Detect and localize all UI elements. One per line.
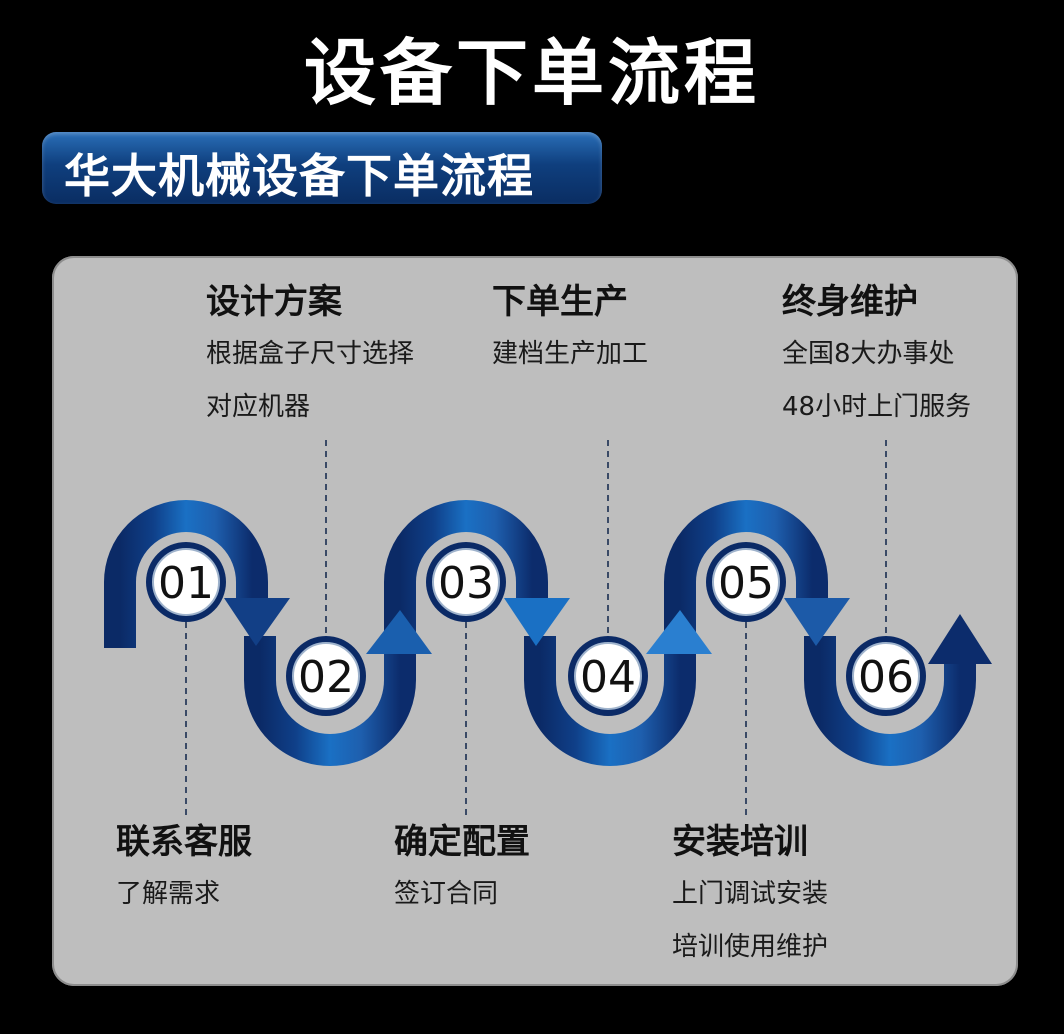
arrow-down-5 (784, 598, 850, 646)
ribbon-arc-04 (524, 636, 696, 766)
step-number-circle-06: 06 (846, 636, 926, 716)
step-description-line: 全国8大办事处 (782, 339, 955, 369)
step-title-06: 终身维护 (782, 282, 918, 322)
step-description-line: 48小时上门服务 (782, 392, 972, 422)
step-description-01: 了解需求 (116, 868, 220, 921)
step-number-circle-02: 02 (286, 636, 366, 716)
step-description-line: 了解需求 (116, 879, 221, 909)
step-number-05: 05 (718, 558, 774, 609)
step-title-02: 设计方案 (206, 282, 342, 322)
arrow-up-6 (928, 614, 992, 664)
step-description-line: 培训使用维护 (672, 932, 829, 962)
step-number-circle-05: 05 (706, 542, 786, 622)
step-number-circle-04: 04 (568, 636, 648, 716)
step-circle-fill-02 (292, 642, 360, 710)
step-description-02: 根据盒子尺寸选择对应机器 (206, 328, 414, 434)
ribbon-arc-06 (804, 636, 976, 766)
step-description-line: 上门调试安装 (672, 879, 829, 909)
step-description-06: 全国8大办事处 48小时上门服务 (782, 328, 971, 434)
arrow-up-2 (366, 610, 432, 654)
subtitle-banner: 华大机械设备下单流程 (42, 132, 602, 204)
step-number-03: 03 (438, 558, 494, 609)
ribbon-arc-01 (104, 500, 268, 648)
step-number-01: 01 (158, 558, 214, 609)
step-number-circle-03: 03 (426, 542, 506, 622)
step-description-line: 签订合同 (394, 879, 499, 909)
step-title-01: 联系客服 (116, 822, 252, 862)
step-number-02: 02 (298, 652, 354, 703)
step-title-04: 下单生产 (492, 282, 628, 322)
arrow-down-3 (504, 598, 570, 646)
step-circle-fill-01 (152, 548, 220, 616)
step-description-04: 建档生产加工 (492, 328, 648, 381)
step-title-05: 安装培训 (672, 822, 808, 862)
step-description-05: 上门调试安装培训使用维护 (672, 868, 828, 974)
step-number-04: 04 (580, 652, 636, 703)
step-description-line: 对应机器 (206, 392, 311, 422)
step-circle-fill-04 (574, 642, 642, 710)
step-circle-fill-03 (432, 548, 500, 616)
page-title: 设备下单流程 (303, 31, 760, 115)
step-number-06: 06 (858, 652, 914, 703)
subtitle-banner-text: 华大机械设备下单流程 (64, 149, 534, 203)
step-title-03: 确定配置 (394, 822, 530, 862)
step-circle-fill-06 (852, 642, 920, 710)
step-number-circle-01: 01 (146, 542, 226, 622)
step-description-line: 建档生产加工 (492, 339, 649, 369)
ribbon-arrowheads (224, 598, 992, 664)
ribbon-arc-05 (664, 500, 828, 648)
ribbon-arc-02 (244, 636, 416, 766)
step-description-03: 签订合同 (394, 868, 498, 921)
arrow-down-1 (224, 598, 290, 646)
arrow-up-4 (646, 610, 712, 654)
ribbon-arc-03 (384, 500, 548, 648)
step-circle-fill-05 (712, 548, 780, 616)
step-description-line: 根据盒子尺寸选择 (206, 339, 415, 369)
